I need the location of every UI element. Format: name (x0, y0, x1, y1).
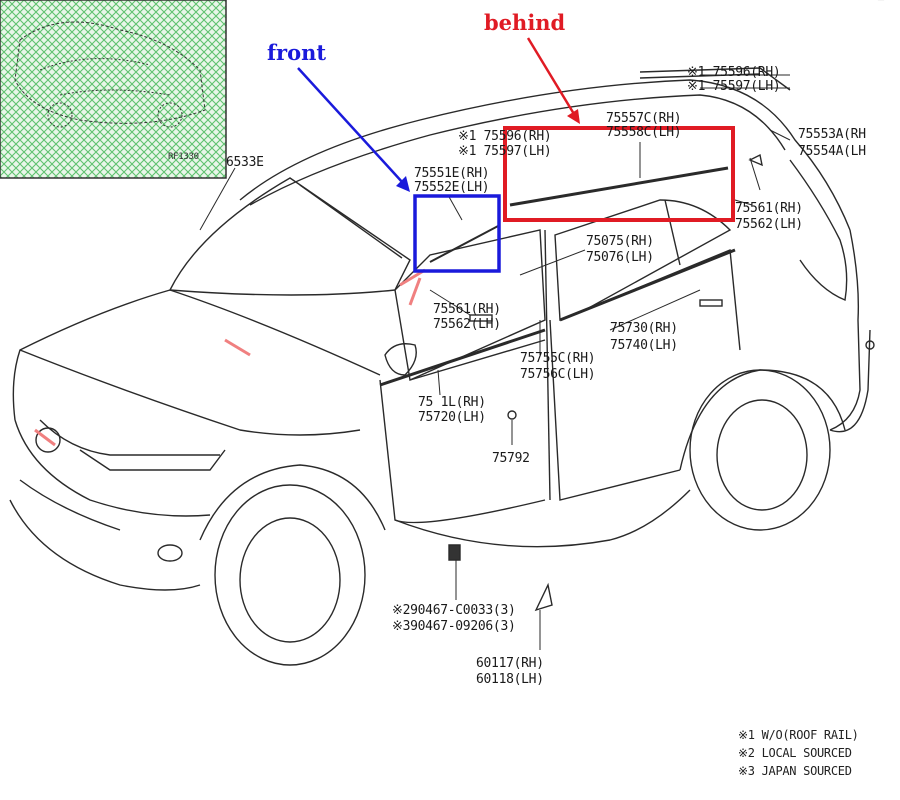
part-label-75553A: 75553A(RH (798, 127, 866, 142)
part-label-75551E: 75551E(RH) (414, 166, 490, 181)
part-label-75755C: 75755C(RH) (520, 351, 596, 366)
part-label-75792: 75792 (492, 451, 530, 466)
front-arrow (297, 67, 410, 192)
part-label-75075: 75075(RH) (586, 234, 654, 249)
part-label-75554A: 75554A(LH (798, 144, 866, 159)
part-label-75076: 75076(LH) (586, 250, 654, 265)
footnote-1: ※1 W/O(ROOF RAIL) (738, 728, 859, 742)
car-body (9, 67, 875, 666)
part-label-75552E: 75552E(LH) (414, 180, 490, 195)
part-label-90467-09206: ※390467-09206(3) (392, 619, 516, 634)
part-label-75720: 75720(LH) (418, 410, 486, 425)
part-label-75756C: 75756C(LH) (520, 367, 596, 382)
part-label-75710: 75 1L(RH) (418, 395, 486, 410)
behind-arrow (526, 37, 580, 124)
front-highlight-box (413, 194, 501, 273)
part-label-60117: 60117(RH) (476, 656, 544, 671)
part-label-75557C: 75557C(RH) (606, 111, 682, 126)
part-label-60118: 60118(LH) (476, 672, 544, 687)
front-annotation: front (267, 40, 327, 65)
part-label-75533E: 6533E (226, 155, 264, 170)
part-label-75558C: 75558C(LH) (606, 125, 682, 140)
leader-lines (199, 74, 791, 650)
inset-caption: RF1330 (168, 152, 199, 162)
footnote-3: ※3 JAPAN SOURCED (738, 764, 852, 778)
part-label-75562-a: 75562(LH) (735, 217, 803, 232)
part-label-75561-a: 75561(RH) (735, 201, 803, 216)
behind-highlight-box (503, 126, 735, 222)
part-label-75562-b: 75562(LH) (433, 317, 501, 332)
part-label-75596-b: ※1 75596(RH) (458, 129, 552, 144)
behind-annotation: behind (484, 10, 566, 35)
part-label-75597: ※1 75597(LH) (687, 79, 781, 94)
scroll-up-icon: ▔ (878, 0, 885, 11)
red-smudges (34, 268, 426, 447)
part-label-75740: 75740(LH) (610, 338, 678, 353)
part-label-75561-b: 75561(RH) (433, 302, 501, 317)
part-label-75596: ※1 75596(RH) (687, 65, 781, 80)
part-label-90467-c0033: ※290467-C0033(3) (392, 603, 516, 618)
inset-thumbnail (0, 0, 227, 179)
part-label-75730: 75730(RH) (610, 321, 678, 336)
footnote-2: ※2 LOCAL SOURCED (738, 746, 852, 760)
part-label-75597-b: ※1 75597(LH) (458, 144, 552, 159)
